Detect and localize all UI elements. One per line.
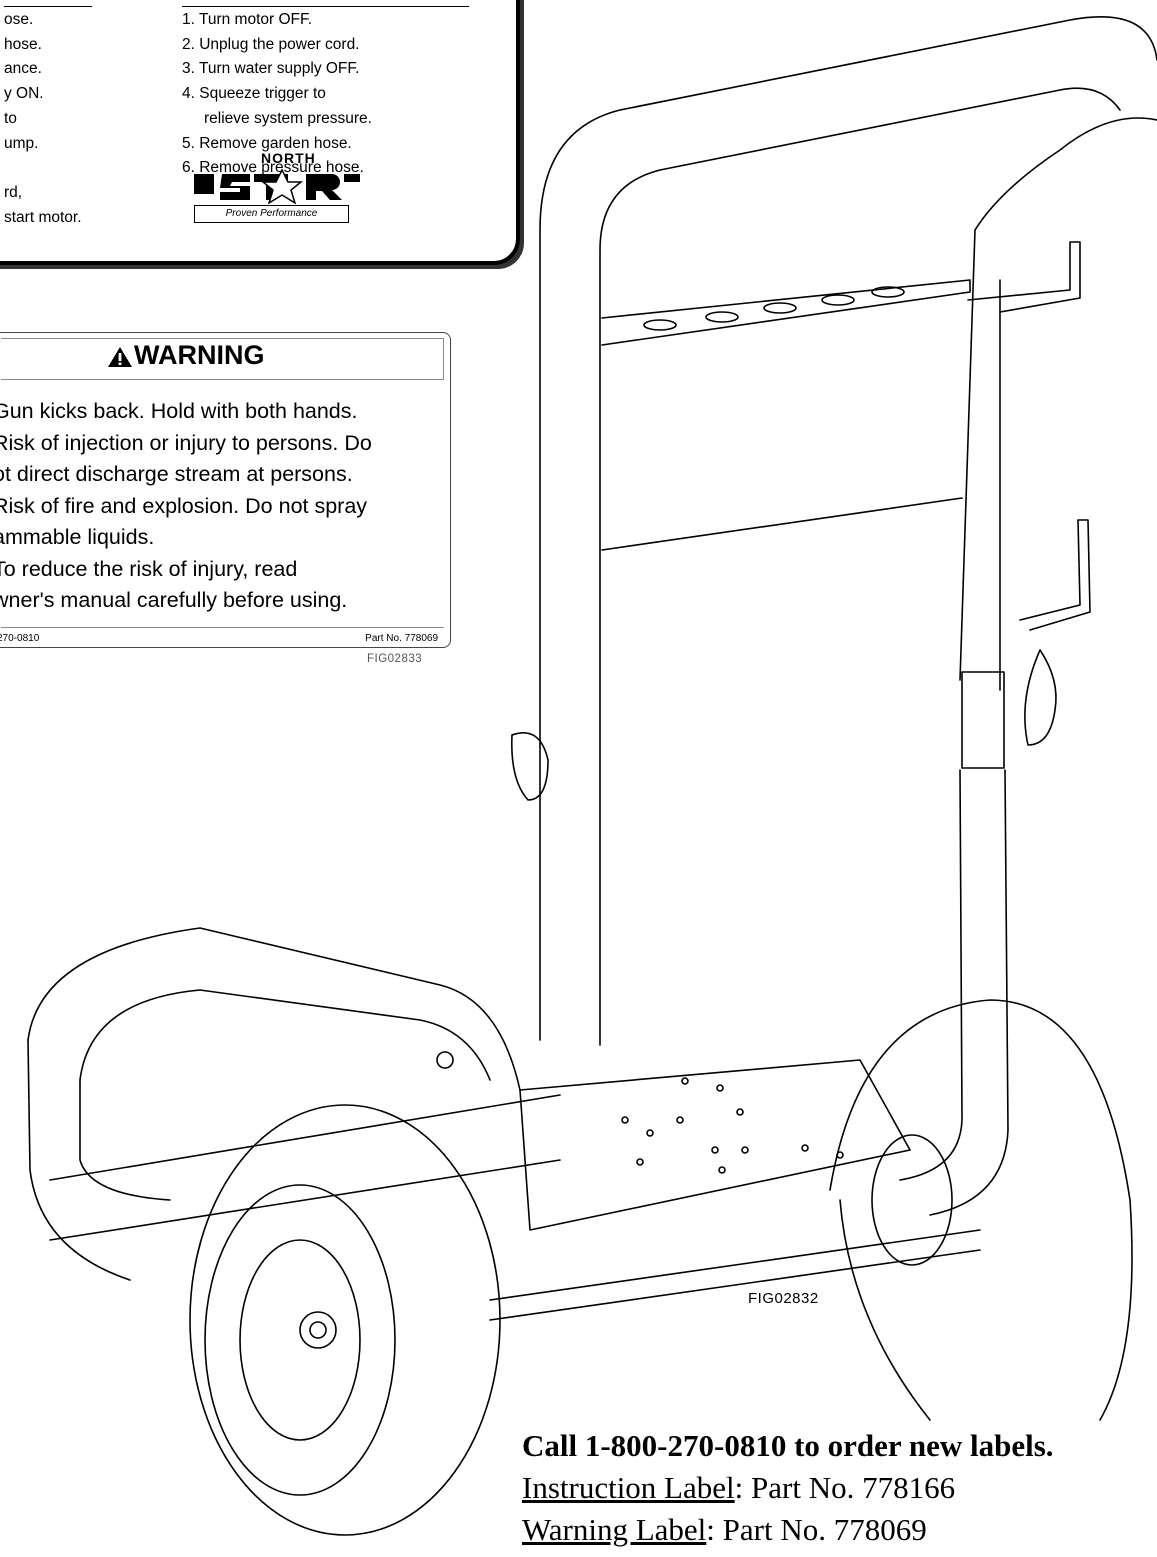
logo-star-wordmark-icon: [194, 168, 360, 204]
startup-step: y ON.: [4, 85, 44, 103]
shutdown-step: relieve system pressure.: [204, 109, 372, 127]
logo-tagline: Proven Performance: [194, 205, 349, 223]
instruction-label-name: Instruction Label: [522, 1470, 735, 1505]
startup-step: ose.: [4, 11, 34, 28]
warning-line: Risk of fire and explosion. Do not spray: [0, 493, 368, 518]
startup-step: start motor.: [4, 208, 82, 226]
logo-brand-top: NORTH: [261, 150, 316, 166]
startup-step: ump.: [4, 134, 39, 152]
warning-line: wner's manual carefully before using.: [0, 588, 348, 612]
warning-label: WARNING Gun kicks back. Hold with both h…: [0, 332, 451, 648]
warning-label-part: Warning Label: Part No. 778069: [522, 1512, 1054, 1548]
warning-header: [1, 338, 444, 380]
startup-step: hose.: [4, 35, 42, 53]
shutdown-step: 1. Turn motor OFF.: [182, 11, 313, 28]
startup-steps: ose. hose. ance. y ON. to ump. rd, start…: [4, 8, 82, 230]
warning-part-number: Part No. 778069: [365, 633, 438, 644]
figure-label-cart: FIG02832: [748, 1290, 819, 1307]
warning-title: WARNING: [134, 340, 265, 370]
figure-label-warning: FIG02833: [367, 653, 423, 665]
divider: [182, 6, 469, 7]
warning-footer-rule: [1, 627, 444, 628]
warning-line: Risk of injection or injury to persons. …: [0, 430, 372, 455]
instruction-label: ose. hose. ance. y ON. to ump. rd, start…: [0, 0, 520, 265]
instruction-label-part: Instruction Label: Part No. 778166: [522, 1470, 1054, 1506]
warning-text: Gun kicks back. Hold with both hands. Ri…: [0, 396, 372, 617]
warning-label-number: : Part No. 778069: [706, 1512, 927, 1547]
shutdown-step: 4. Squeeze trigger to: [182, 85, 326, 103]
shutdown-step: 6. Remove pressure hose.: [182, 159, 364, 177]
warning-line: To reduce the risk of injury, read: [0, 556, 298, 581]
startup-step: ance.: [4, 60, 42, 78]
instruction-label-number: : Part No. 778166: [734, 1470, 956, 1505]
warning-line: ammable liquids.: [0, 525, 155, 549]
shutdown-step: 3. Turn water supply OFF.: [182, 60, 360, 78]
shutdown-step: 5. Remove garden hose.: [182, 134, 352, 152]
startup-step: rd,: [4, 183, 23, 201]
warning-line: ot direct discharge stream at persons.: [0, 462, 353, 486]
shutdown-step: 2. Unplug the power cord.: [182, 35, 360, 53]
warning-line: Gun kicks back. Hold with both hands.: [0, 399, 358, 423]
warning-triangle-icon: [108, 347, 132, 367]
warning-label-name: Warning Label: [522, 1512, 707, 1547]
startup-step: to: [4, 109, 17, 127]
order-info: Call 1-800-270-0810 to order new labels.…: [522, 1428, 1054, 1548]
shutdown-steps: 1. Turn motor OFF. 2. Unplug the power c…: [182, 8, 372, 181]
northstar-logo: NORTH Proven Performance: [194, 150, 381, 238]
divider: [4, 6, 92, 7]
warning-footer-left: 270-0810: [0, 633, 40, 644]
order-phone-line: Call 1-800-270-0810 to order new labels.: [522, 1428, 1054, 1463]
